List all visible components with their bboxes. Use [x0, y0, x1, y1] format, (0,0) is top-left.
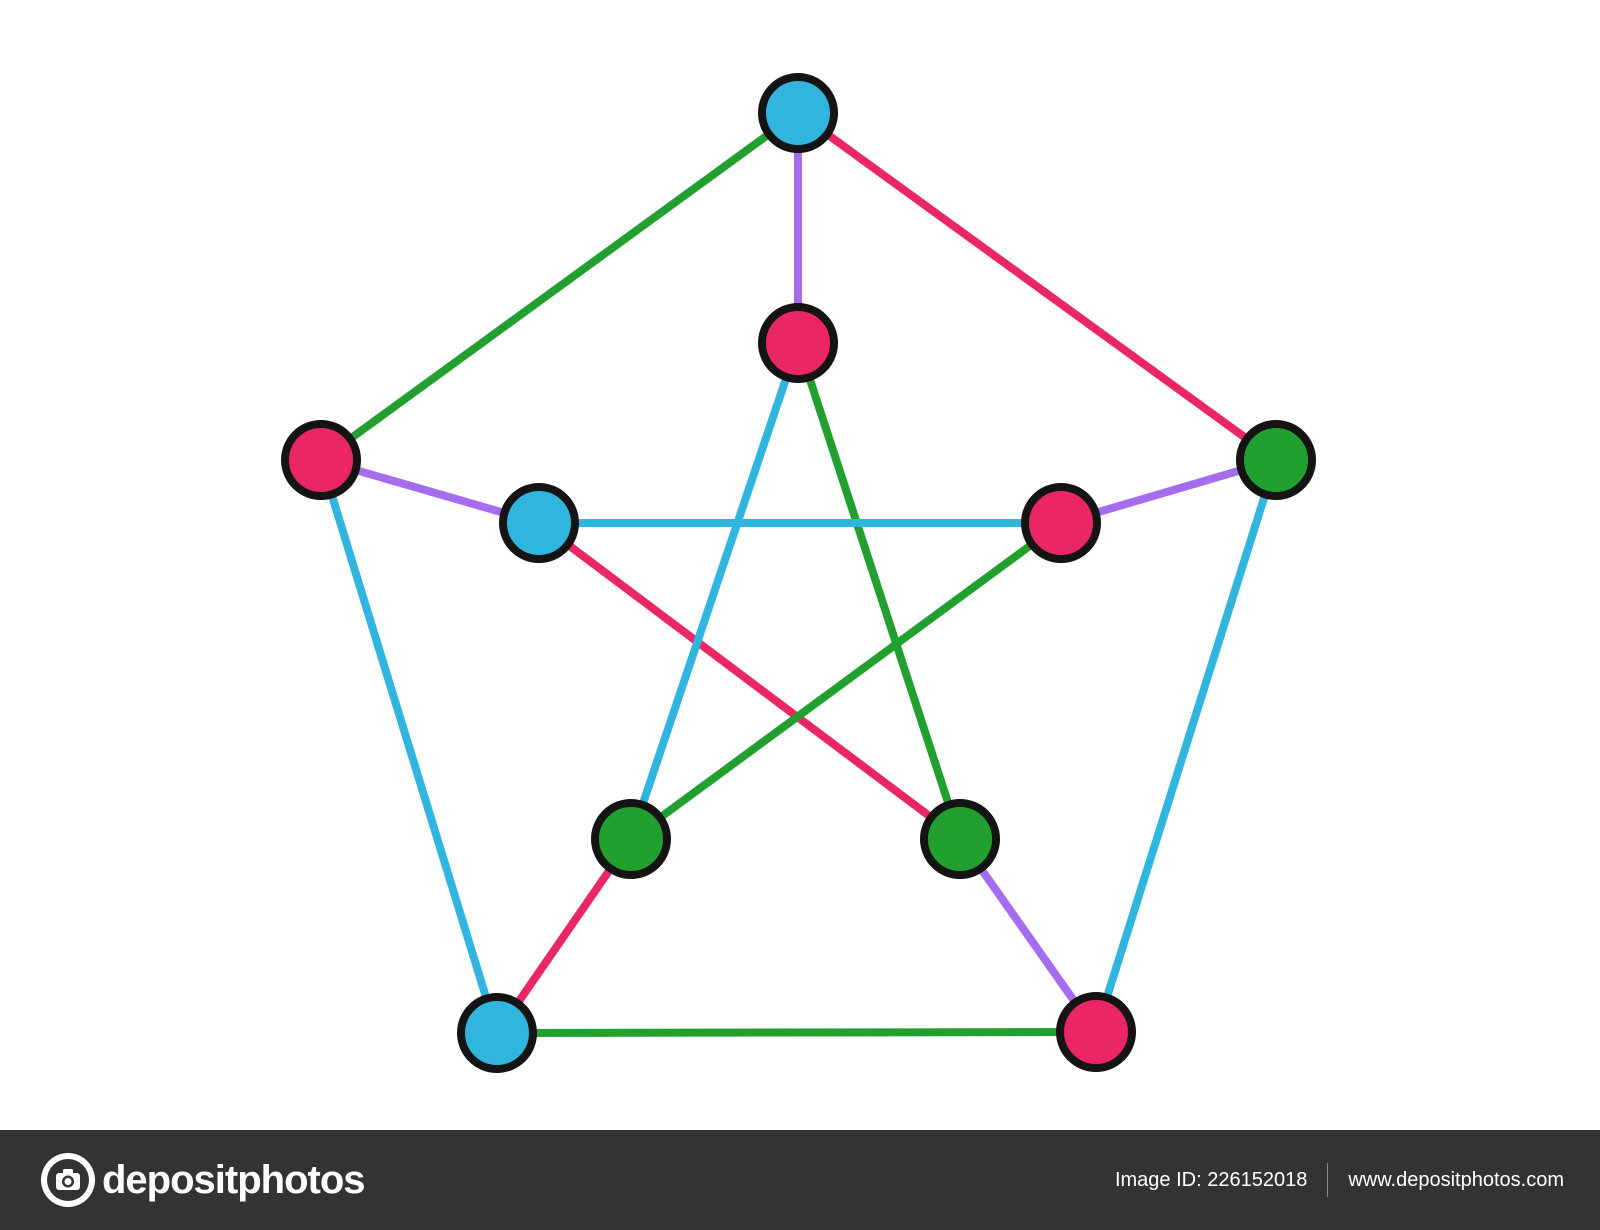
footer-bar: depositphotos Image ID: 226152018 www.de…: [0, 1130, 1600, 1230]
edge-o2-o3: [496, 1028, 1097, 1037]
node-o1: [1236, 420, 1316, 500]
brand[interactable]: depositphotos: [40, 1152, 366, 1208]
image-id-label: Image ID: 226152018: [1114, 1168, 1308, 1191]
node-o0: [758, 73, 838, 153]
website-link[interactable]: www.depositphotos.com: [1348, 1168, 1564, 1191]
footer-info: Image ID: 226152018 www.depositphotos.co…: [1115, 1130, 1564, 1230]
edge-o4-o0: [318, 109, 801, 464]
edge-o1-o2: [1092, 458, 1280, 1034]
node-o3: [457, 993, 537, 1073]
footer-divider: [1327, 1163, 1329, 1197]
edge-i3-i0: [627, 341, 802, 841]
brand-name: depositphotos: [102, 1157, 366, 1202]
node-i0: [758, 303, 838, 383]
edge-i1-i3: [628, 519, 1064, 843]
node-i2: [920, 799, 1000, 879]
edge-i0-i2: [794, 341, 964, 841]
petersen-graph: [281, 73, 1316, 1073]
camera-logo-icon: [41, 1153, 95, 1207]
edge-i2-i4: [536, 519, 963, 843]
node-o4: [281, 420, 361, 500]
node-i1: [1021, 483, 1101, 563]
node-i4: [499, 483, 579, 563]
nodes-layer: [281, 73, 1316, 1073]
edge-o3-o4: [317, 458, 501, 1035]
node-o2: [1056, 992, 1136, 1072]
edge-o0-o1: [795, 109, 1279, 464]
node-i3: [591, 799, 671, 879]
diagram-canvas: [281, 73, 1316, 1073]
edges-layer: [317, 109, 1280, 1037]
